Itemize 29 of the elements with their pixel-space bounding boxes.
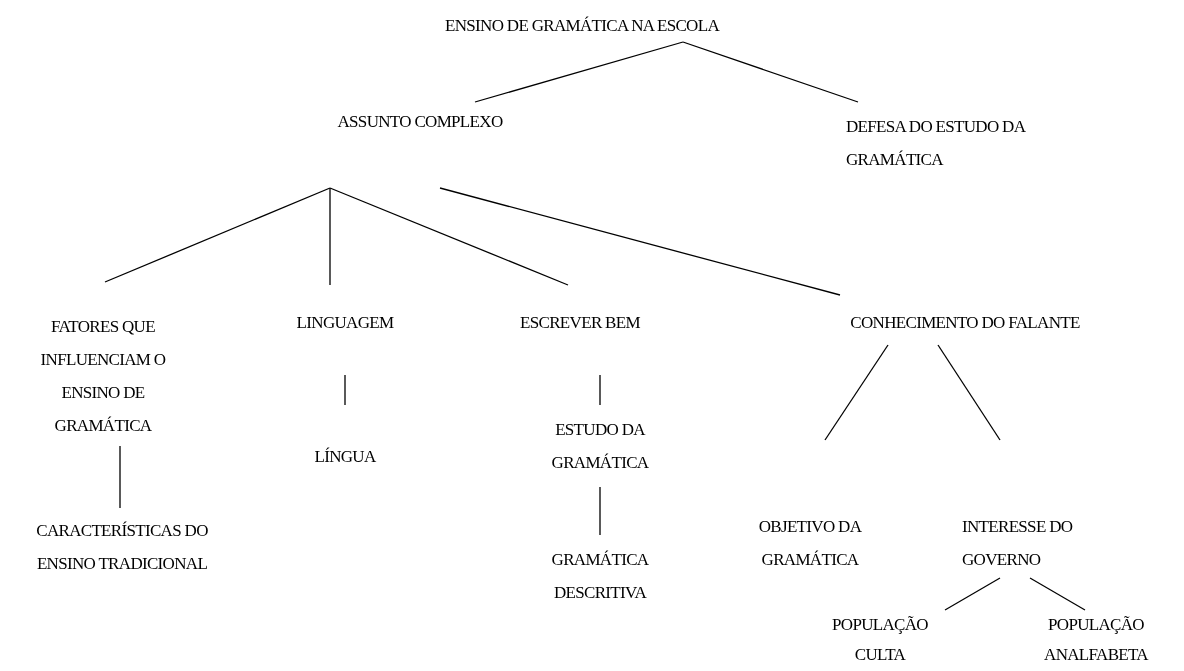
node-label: INTERESSE DO GOVERNO: [962, 516, 1074, 571]
node-label: GRAMÁTICA DESCRITIVA: [550, 549, 650, 604]
connector-line: [119, 445, 121, 509]
connector-line: [937, 344, 1001, 441]
connector-line: [329, 187, 569, 286]
node-label: POPULAÇÃO CULTA: [831, 614, 929, 666]
connector-line: [1029, 577, 1086, 611]
node-label: FATORES QUE INFLUENCIAM O ENSINO DE GRAMÁTICA: [39, 316, 167, 437]
node-label: LINGUAGEM: [295, 312, 395, 334]
node-label: LÍNGUA: [313, 446, 377, 468]
node-label: ENSINO DE GRAMÁTICA NA ESCOLA: [444, 15, 721, 37]
connector-line: [599, 486, 601, 536]
node-label: OBJETIVO DA GRAMÁTICA: [757, 516, 863, 571]
connector-line: [344, 374, 346, 406]
node-label: ASSUNTO COMPLEXO: [336, 111, 504, 133]
connector-line: [682, 41, 859, 103]
connector-line: [824, 344, 889, 441]
node-label: CONHECIMENTO DO FALANTE: [849, 312, 1081, 334]
node-label: ESCREVER BEM: [519, 312, 641, 334]
connector-line: [104, 187, 331, 283]
connector-line: [474, 41, 684, 103]
node-label: POPULAÇÃO ANALFABETA: [1043, 614, 1150, 666]
node-label: CARACTERÍSTICAS DO ENSINO TRADICIONAL: [35, 520, 209, 575]
connector-line: [329, 187, 331, 286]
connector-line: [439, 187, 841, 296]
node-label: DEFESA DO ESTUDO DA GRAMÁTICA: [846, 116, 1026, 171]
connector-line: [599, 374, 601, 406]
node-label: ESTUDO DA GRAMÁTICA: [550, 419, 650, 474]
connector-line: [944, 577, 1001, 611]
